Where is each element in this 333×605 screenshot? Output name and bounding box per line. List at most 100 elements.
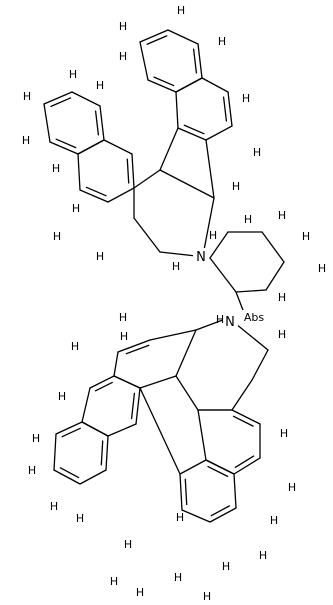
aromatic-ring-bond [201, 77, 229, 93]
aromatic-ring-bond [105, 435, 109, 471]
aromatic-ring-bond [55, 421, 83, 435]
aromatic-ring-bond [77, 153, 81, 191]
hydrogen-label: H [71, 340, 79, 353]
double-bond-inner [222, 96, 228, 122]
hydrogen-label: H [280, 427, 288, 440]
hydrogen-label: H [69, 68, 77, 81]
ring-bond [251, 349, 269, 381]
aromatic-ring-bond [107, 187, 135, 203]
aromatic-ring-bond [43, 103, 51, 143]
hydrogen-label: H [72, 202, 80, 215]
aromatic-ring-bond [135, 387, 141, 425]
hydrogen-label: H [50, 500, 58, 513]
double-bond-inner [146, 35, 168, 45]
aromatic-ring-bond [81, 421, 109, 437]
hydrogen-label: H [278, 328, 286, 341]
double-bond-inner [207, 465, 229, 478]
double-bond-inner [126, 158, 130, 184]
aromatic-ring-bond [103, 139, 133, 155]
ring-bond [117, 339, 151, 353]
hydrogen-label: H [203, 590, 211, 603]
aromatic-ring-bond [233, 473, 237, 509]
hydrogen-label: H [172, 260, 180, 273]
biaryl-bond [139, 387, 181, 475]
aromatic-ring-bond [43, 91, 73, 105]
ring-bond [133, 217, 161, 253]
cyclohexane-bond [209, 257, 237, 293]
aromatic-ring-bond [107, 423, 137, 437]
bond-to-n [159, 251, 197, 257]
nitrogen-bottom-label: N [225, 315, 235, 330]
aromatic-ring-bond [209, 507, 237, 523]
aromatic-ring-bond [99, 105, 105, 141]
cyclohexane-bond [265, 261, 285, 291]
hydrogen-label: H [253, 146, 261, 159]
double-bond-inner [234, 455, 255, 468]
aromatic-ring-bond [205, 125, 233, 141]
ring-bond [159, 127, 179, 171]
hydrogen-label: H [96, 250, 104, 263]
double-bond-inner [94, 110, 100, 136]
aromatic-ring-bond [233, 457, 261, 475]
double-bond-inner [153, 76, 175, 87]
hydrogen-label: H [22, 134, 30, 147]
aromatic-ring-bond [167, 29, 199, 45]
ring-bond [159, 169, 215, 199]
hydrogen-label: H [259, 549, 267, 562]
hydrogen-label: H [232, 180, 240, 193]
hydrogen-label: H [242, 92, 250, 105]
hydrogen-label: H [110, 575, 118, 588]
hydrogen-label: H [177, 4, 185, 17]
double-bond-inner [183, 124, 205, 135]
aromatic-ring-bond [175, 91, 179, 129]
aromatic-ring-bond [139, 41, 149, 81]
aromatic-ring-bond [113, 375, 141, 389]
double-bond-inner [55, 138, 77, 149]
hydrogen-label: H [218, 35, 226, 48]
double-bond-inner [94, 381, 113, 392]
ring-bond [139, 375, 177, 389]
ring-bond [175, 375, 199, 411]
hydrogen-label: H [270, 514, 278, 527]
hydrogen-label: H [318, 262, 326, 275]
aromatic-ring-bond [179, 459, 207, 475]
double-bond-inner [125, 344, 150, 355]
hydrogen-label: H [124, 538, 132, 551]
hydrogen-label: H [176, 511, 184, 524]
abs-stereo-label: Abs [244, 311, 265, 324]
hydrogen-label: H [32, 432, 40, 445]
ring-bond [149, 329, 197, 341]
aromatic-ring-bond [227, 91, 233, 127]
aromatic-ring-bond [147, 79, 177, 93]
cyclohexane-bond [209, 231, 229, 259]
aromatic-ring-bond [197, 409, 207, 461]
aromatic-ring-bond [179, 473, 183, 511]
hydrogen-label: H [278, 209, 286, 222]
aromatic-ring-bond [71, 91, 101, 107]
nitrogen-top-label: N [196, 250, 206, 265]
aromatic-ring-bond [177, 127, 207, 141]
ring-bond [205, 139, 215, 199]
aromatic-ring-bond [53, 433, 57, 471]
aromatic-ring-bond [77, 139, 105, 155]
aromatic-ring-bond [131, 153, 135, 189]
double-bond-inner [184, 478, 188, 506]
cyclohexane-bond [235, 289, 267, 293]
double-bond-inner [100, 440, 104, 466]
aromatic-ring-bond [53, 469, 81, 485]
hydrogen-label: H [76, 512, 84, 525]
hydrogen-label: H [174, 571, 182, 584]
hydrogen-label: H [222, 560, 230, 573]
cyclohexane-bond [261, 231, 285, 263]
hydrogen-label: H [278, 291, 286, 304]
ring-bond [231, 379, 253, 411]
hydrogen-label: H [96, 79, 104, 92]
hydrogen-label: H [120, 330, 128, 343]
double-bond-inner [85, 186, 107, 197]
aromatic-ring-bond [81, 387, 91, 423]
hydrogen-label: H [119, 311, 127, 324]
hydrogen-label: H [288, 481, 296, 494]
bond-to-n [235, 323, 269, 351]
